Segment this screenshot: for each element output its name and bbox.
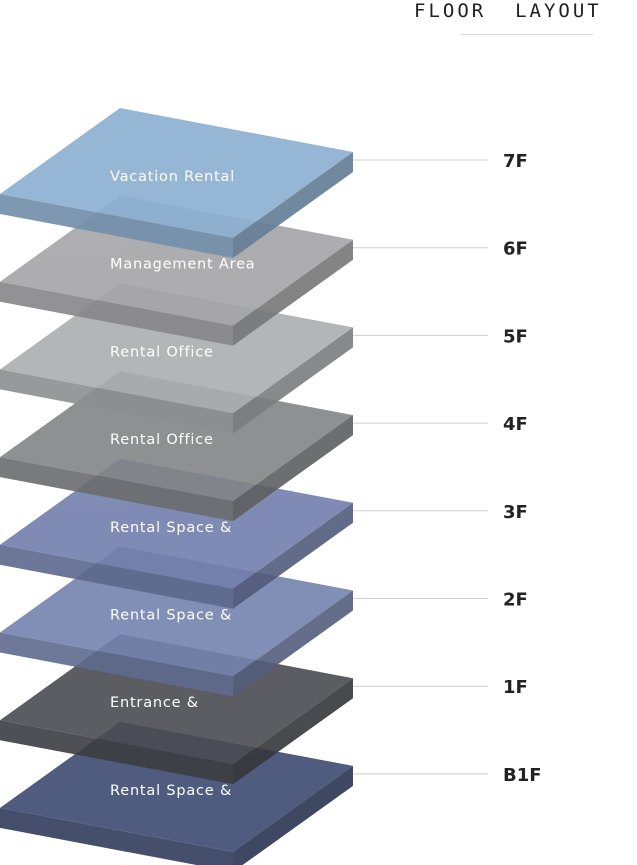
- floor-label-b1f: Rental Space &: [110, 783, 232, 799]
- floor-number-2f: 2F: [503, 590, 528, 611]
- slab-left-side-5f: [0, 369, 233, 434]
- slab-right-side-5f: [233, 327, 353, 434]
- floor-label-4f: Rental Office: [110, 432, 214, 448]
- floor-label-6f: Management Area: [110, 257, 256, 273]
- title-underline: [461, 34, 593, 35]
- floor-number-6f: 6F: [503, 239, 528, 260]
- slab-left-side-3f: [0, 544, 233, 609]
- diagram-title: FLOOR LAYOUT: [414, 0, 602, 22]
- slab-right-side-1f: [233, 678, 353, 785]
- slab-left-side-6f: [0, 281, 233, 346]
- slab-left-side-2f: [0, 632, 233, 697]
- slab-left-side-1f: [0, 720, 233, 785]
- slab-right-side-7f: [233, 152, 353, 258]
- slab-left-side-7f: [0, 194, 233, 258]
- floor-label-5f: Rental Office: [110, 344, 214, 360]
- floor-label-3f: Rental Space &: [110, 520, 232, 536]
- floor-number-3f: 3F: [503, 502, 528, 523]
- slab-top-7f: [0, 108, 353, 238]
- slab-left-side-b1f: [0, 807, 233, 865]
- floor-number-7f: 7F: [503, 151, 528, 172]
- slab-left-side-4f: [0, 457, 233, 522]
- slab-right-side-2f: [233, 590, 353, 697]
- floor-number-4f: 4F: [503, 414, 528, 435]
- floor-number-1f: 1F: [503, 677, 528, 698]
- slab-right-side-6f: [233, 239, 353, 346]
- floor-number-b1f: B1F: [503, 765, 542, 786]
- floor-label-1f: Entrance &: [110, 695, 199, 711]
- floor-label-7f: Vacation Rental: [110, 169, 235, 185]
- slab-right-side-3f: [233, 502, 353, 609]
- slab-right-side-b1f: [233, 765, 353, 865]
- floor-slab-7f: Vacation Rental: [0, 108, 353, 258]
- slab-right-side-4f: [233, 415, 353, 522]
- floor-number-5f: 5F: [503, 326, 528, 347]
- floor-label-2f: Rental Space &: [110, 608, 232, 624]
